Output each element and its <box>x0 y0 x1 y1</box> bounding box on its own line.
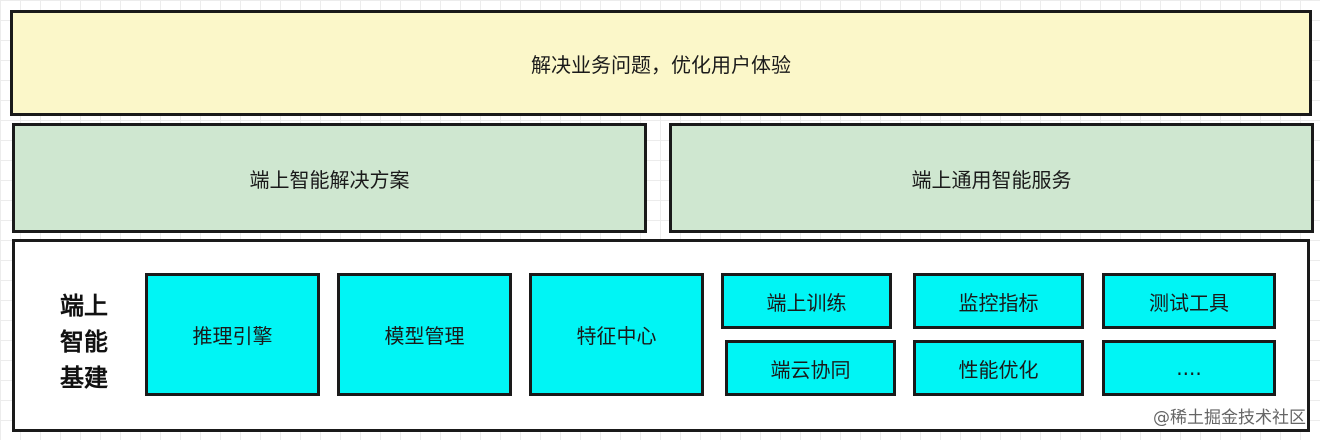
top-layer-box: 解决业务问题，优化用户体验 <box>10 10 1312 116</box>
model-management-block: 模型管理 <box>337 273 512 396</box>
more-block: .... <box>1102 340 1276 396</box>
services-label: 端上通用智能服务 <box>911 167 1072 192</box>
feature-center-label: 特征中心 <box>576 324 657 348</box>
monitoring-metrics-block: 监控指标 <box>913 273 1084 329</box>
inference-engine-label: 推理引擎 <box>192 324 273 348</box>
testing-tools-label: 测试工具 <box>1149 290 1229 315</box>
on-device-training-label: 端上训练 <box>766 290 847 315</box>
solutions-box: 端上智能解决方案 <box>12 123 647 233</box>
on-device-training-block: 端上训练 <box>721 273 892 329</box>
device-cloud-collab-label: 端云协同 <box>770 357 851 382</box>
monitoring-metrics-label: 监控指标 <box>958 290 1039 315</box>
testing-tools-block: 测试工具 <box>1102 273 1276 329</box>
foundation-title: 端上 智能 基建 <box>52 288 116 396</box>
services-box: 端上通用智能服务 <box>669 123 1314 233</box>
more-label: .... <box>1176 356 1202 380</box>
foundation-title-line-3: 基建 <box>60 364 108 392</box>
top-layer-label: 解决业务问题，优化用户体验 <box>531 52 791 77</box>
feature-center-block: 特征中心 <box>529 273 704 396</box>
model-management-label: 模型管理 <box>384 324 465 348</box>
performance-optimization-label: 性能优化 <box>958 357 1039 382</box>
foundation-title-line-2: 智能 <box>60 328 108 356</box>
solutions-label: 端上智能解决方案 <box>249 167 410 192</box>
foundation-title-line-1: 端上 <box>60 292 108 320</box>
watermark: @稀土掘金技术社区 <box>1153 408 1306 428</box>
inference-engine-block: 推理引擎 <box>145 273 320 396</box>
performance-optimization-block: 性能优化 <box>913 340 1084 396</box>
device-cloud-collab-block: 端云协同 <box>725 340 896 396</box>
